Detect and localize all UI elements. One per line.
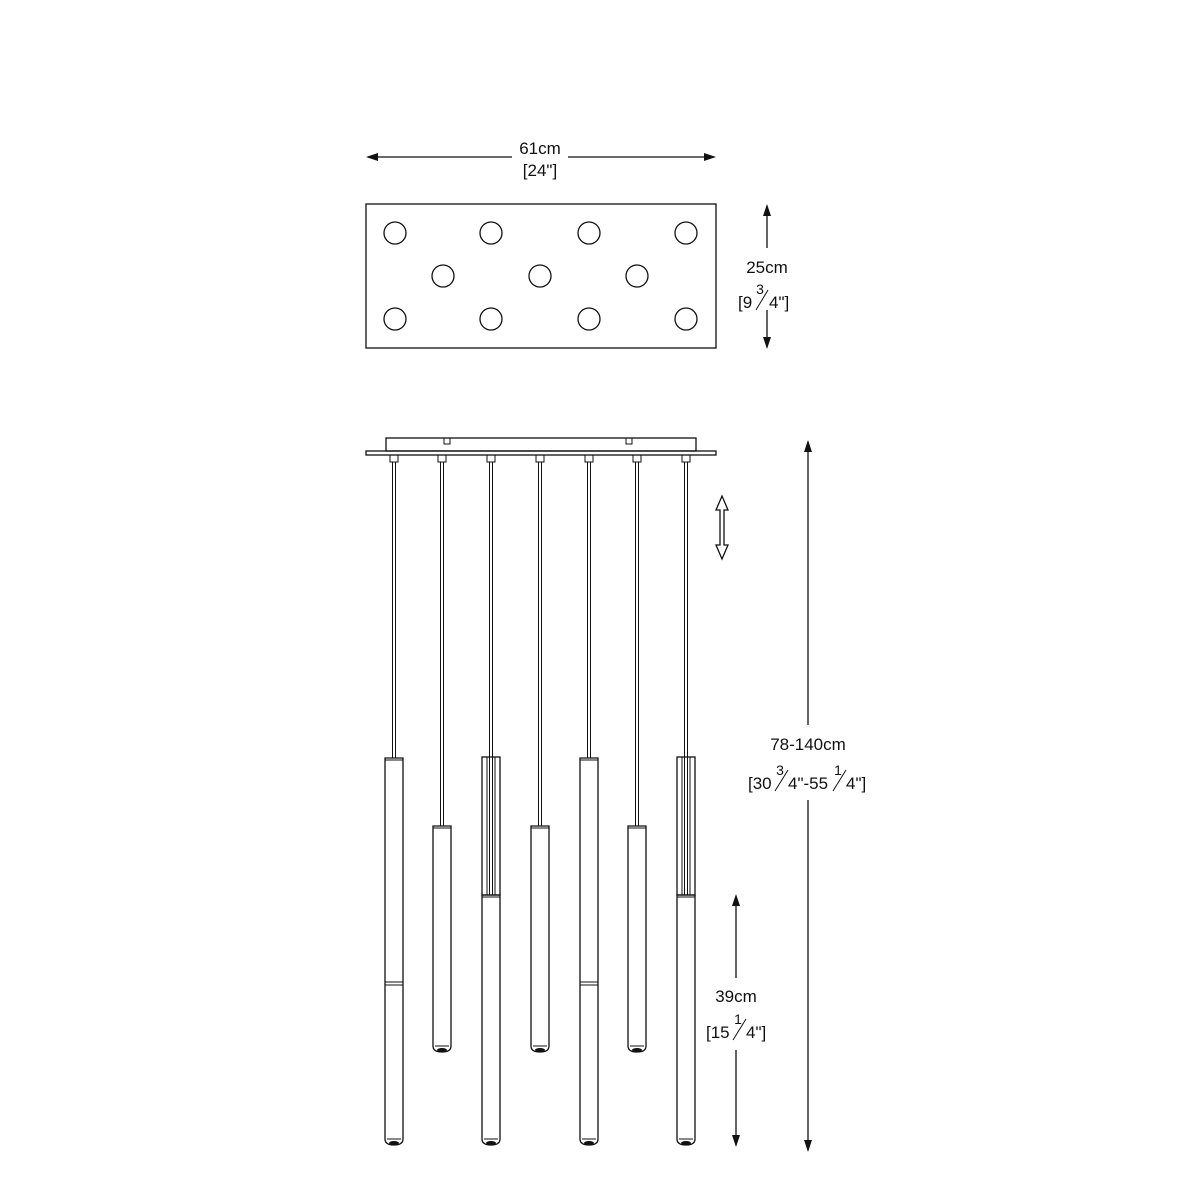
pendant	[627, 454, 647, 1053]
shade-fraction-numerator: 1	[734, 1011, 742, 1027]
canopy-top-view	[365, 203, 717, 349]
width-imperial-label: [24"]	[523, 161, 557, 180]
canopy-hole	[383, 221, 407, 245]
width-dimension: 61cm [24"]	[366, 139, 716, 180]
pendant	[384, 454, 404, 1146]
height-metric-label: 78-140cm	[770, 735, 846, 754]
pendant	[579, 454, 599, 1146]
canopy-hole	[479, 221, 503, 245]
shade-length-dimension: 39cm [15 1 4"]	[706, 894, 766, 1147]
pendant-group	[384, 454, 696, 1146]
pendant	[481, 454, 501, 1146]
canopy-hole	[479, 307, 503, 331]
pendant	[530, 454, 550, 1053]
height-fraction-numerator-1: 3	[776, 762, 784, 778]
depth-imperial-open: [9	[738, 293, 752, 312]
depth-dimension: 25cm [9 3 4"]	[738, 204, 789, 349]
canopy-hole	[577, 307, 601, 331]
depth-fraction-numerator: 3	[756, 281, 764, 297]
pendant	[432, 454, 452, 1053]
height-fraction-numerator-2: 1	[834, 762, 842, 778]
canopy-hole	[625, 264, 649, 288]
shade-imperial-close: 4"]	[746, 1023, 766, 1042]
canopy-hole	[577, 221, 601, 245]
width-metric-label: 61cm	[519, 139, 561, 158]
canopy-front-view	[365, 437, 717, 456]
canopy-hole	[674, 221, 698, 245]
overall-height-dimension: 78-140cm [30 3 4"-55 1 4"]	[748, 440, 866, 1152]
adjustable-height-arrow	[715, 494, 729, 561]
canopy-hole	[431, 264, 455, 288]
canopy-hole	[674, 307, 698, 331]
canopy-hole	[528, 264, 552, 288]
pendant	[676, 454, 696, 1146]
shade-imperial-open: [15	[706, 1023, 730, 1042]
canopy-hole	[383, 307, 407, 331]
shade-metric-label: 39cm	[715, 987, 757, 1006]
depth-metric-label: 25cm	[746, 258, 788, 277]
height-imperial-mid: 4"-55	[788, 774, 828, 793]
depth-imperial-close: 4"]	[769, 293, 789, 312]
height-imperial-close: 4"]	[846, 774, 866, 793]
height-imperial-open: [30	[748, 774, 772, 793]
